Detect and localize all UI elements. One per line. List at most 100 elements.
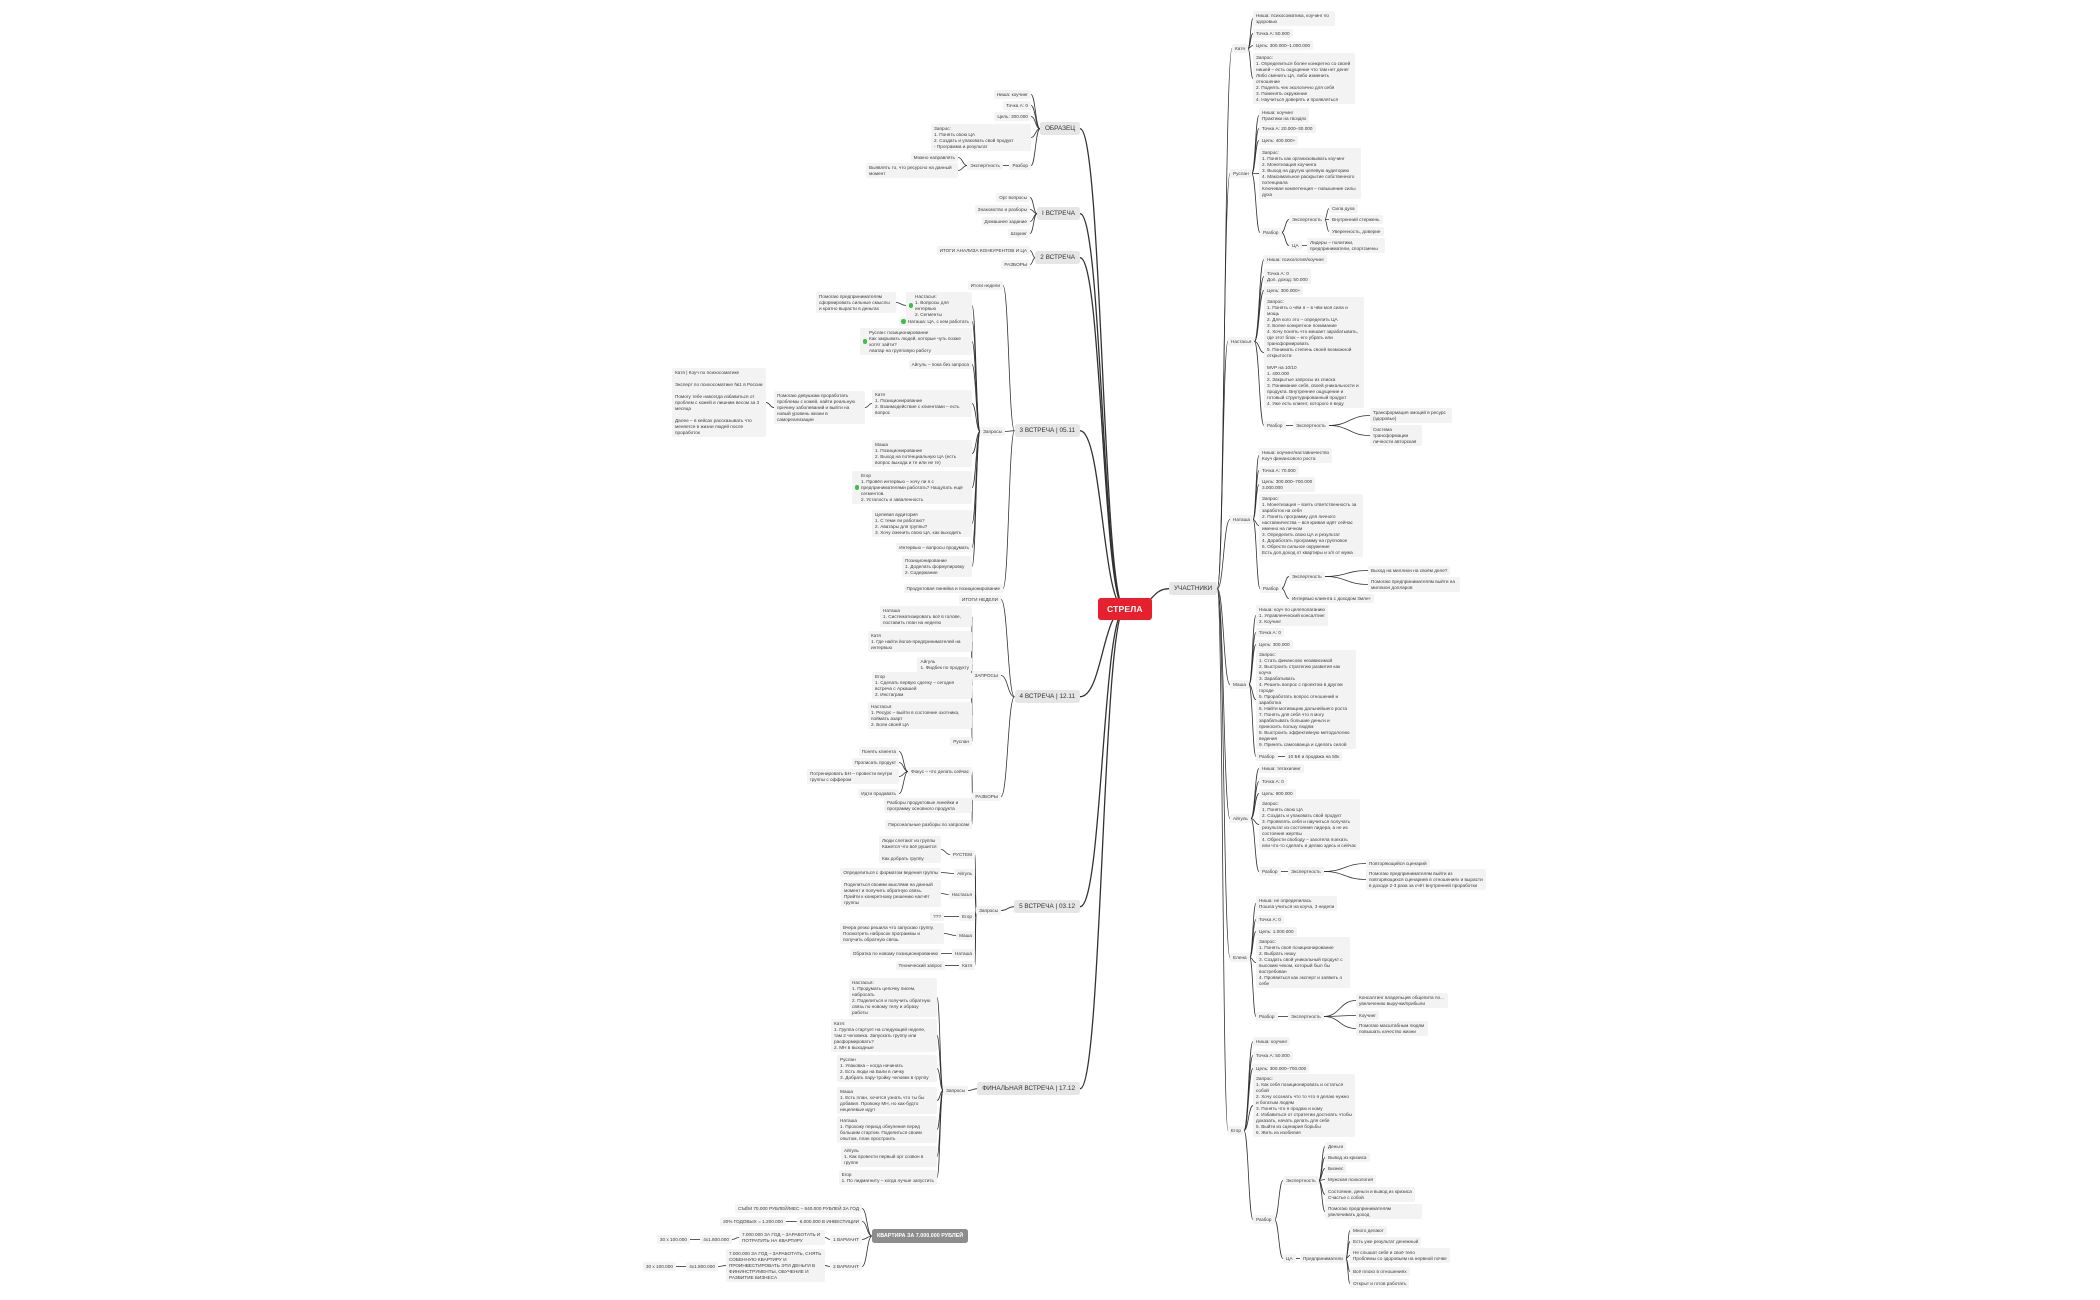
node-participants-people-1-goal[interactable]: Цель: 400.000+ [1259, 136, 1299, 146]
node-participants-people-5-goal[interactable]: Цель: 900.000 [1259, 789, 1296, 799]
node-meeting5-items-5-text[interactable]: Обратка по новому позиционированию [849, 949, 941, 959]
node-participants-people-3-analysis[interactable]: Разбор [1260, 584, 1282, 594]
node-meeting3-nastasya-note[interactable]: Помогаю предпринимателям сформировать си… [816, 292, 896, 314]
node-participants-people-6-request[interactable]: Запрос: 1. Понять своё позиционирование … [1256, 937, 1350, 989]
node-participants-people-7-ca-items-1[interactable]: Есть уже результат денежный [1350, 1237, 1422, 1247]
node-participants-people-7-ca-items-0[interactable]: Много делают [1350, 1226, 1387, 1236]
node-meeting4-items-1[interactable]: Катя 1. Где найти йогов-предпринимателей… [868, 631, 972, 653]
node-meeting3-title[interactable]: 3 ВСТРЕЧА | 05.11 [1014, 424, 1080, 438]
node-final-items-6[interactable]: Егор 1. По лидмагниту – когда лучше запу… [838, 1170, 937, 1186]
node-participants-people-1-ca-item[interactable]: Лидеры – политики, предприниматели, спор… [1307, 238, 1385, 254]
node-meeting3-requests[interactable]: Запросы [980, 427, 1005, 437]
node-meeting5-items-1-who[interactable]: Айгуль [954, 869, 975, 879]
node-meeting1-items-3[interactable]: Шэринг [1007, 229, 1030, 239]
node-participants-people-1-expertise[interactable]: Экспертность [1289, 215, 1325, 225]
node-participants-people-4-analysis[interactable]: Разбор [1256, 752, 1278, 762]
node-participants-people-4-request[interactable]: Запрос: 1. Стать финансово независимой 2… [1256, 650, 1356, 750]
node-participants-people-0-goal[interactable]: Цель: 300.000–1.000.000 [1253, 41, 1314, 51]
node-flat-invest[interactable]: 20% ГОДОВЫХ = 1.200.000 [720, 1217, 786, 1227]
node-meeting4-focus-items-3[interactable]: Идти продавать [858, 789, 899, 799]
node-participants-people-7-exp-1[interactable]: Вывод из кризиса [1325, 1153, 1370, 1163]
node-meeting4-focus[interactable]: Фокус – что делать сейчас [908, 767, 972, 777]
node-meeting4-items-5[interactable]: Руслан [950, 737, 972, 747]
node-participants-people-0-name[interactable]: Катя [1232, 44, 1248, 54]
node-meeting1-title[interactable]: I ВСТРЕЧА [1037, 207, 1080, 221]
node-sample-niche[interactable]: Ниша: коучинг [993, 90, 1031, 100]
node-meeting5-items-0-text[interactable]: Люди слетают из группы Кажется что всё р… [879, 836, 941, 864]
node-participants-people-2-analysis[interactable]: Разбор [1264, 421, 1286, 431]
node-participants-people-2-request[interactable]: Запрос: 1. Понять о чём я – в чём моя си… [1264, 297, 1364, 409]
node-flat-variant2-text[interactable]: 7.000.000 ЗА ГОД – ЗАРАБОТАТЬ, СНЯТЬ СОБ… [726, 1249, 825, 1283]
node-participants-people-5-exp-1[interactable]: Помогаю предпринимателям выйти из повтор… [1366, 869, 1486, 891]
node-participants-people-4-niche[interactable]: Ниша: коуч по целеполаганию 1. Управленч… [1256, 605, 1329, 627]
node-participants-people-5-expertise[interactable]: Экспертность [1288, 867, 1324, 877]
node-participants-people-1-niche[interactable]: Ниша: коучинг Практики на гвоздях [1259, 108, 1310, 124]
node-participants-people-7-exp-5[interactable]: Помогаю предпринимателям увеличивать дох… [1325, 1204, 1422, 1220]
node-meeting5-items-4-text[interactable]: Вчера резко решила что запускаю группу. … [840, 923, 944, 945]
node-meeting4-focus-items-2[interactable]: Потренировать БН – провести внутри групп… [807, 769, 899, 785]
node-participants-people-7-exp-4[interactable]: Состояние, деньги и вывод из кризиса Сча… [1325, 1187, 1415, 1203]
node-participants-people-6-exp-2[interactable]: Помогаю масштабным людям повышать качест… [1356, 1021, 1428, 1037]
node-meeting5-items-1-text[interactable]: Определиться с форматом ведения группы [840, 868, 941, 878]
node-meeting4-items-3[interactable]: Егор 1. Сделать первую сделку – сегодня … [872, 672, 972, 700]
node-participants-people-6-name[interactable]: Елена [1230, 953, 1250, 963]
node-participants-people-7-exp-0[interactable]: Деньги [1325, 1142, 1347, 1152]
node-meeting2-items-1[interactable]: РАЗБОРЫ [1001, 260, 1030, 270]
node-sample-expertise[interactable]: Экспертность [967, 161, 1003, 171]
node-meeting3-items-4[interactable]: Катя 1. Позиционирование 2. Взаимодейств… [872, 390, 972, 418]
node-participants-people-6-niche[interactable]: Ниша: не определилась Пошла учиться на к… [1256, 896, 1338, 912]
node-participants-people-7-exp-3[interactable]: Мужская психология [1325, 1175, 1376, 1185]
node-participants-people-7-goal[interactable]: Цель: 300.000–700.000 [1253, 1064, 1310, 1074]
node-meeting4-focus-items-1[interactable]: Прописать продукт [851, 758, 899, 768]
node-flat-variant2-label[interactable]: 2 ВАРИАНТ [830, 1262, 862, 1272]
node-participants-people-1-exp-0[interactable]: Сила духа [1329, 204, 1358, 214]
node-sample-point-a[interactable]: Точка А: 0 [1003, 101, 1031, 111]
node-participants-people-3-exp-0[interactable]: Выход на миллион на своём деле? [1368, 566, 1451, 576]
node-meeting3-items-1[interactable]: Наташа: ЦА, с кем работать [898, 317, 972, 327]
node-participants-people-1-request[interactable]: Запрос: 1. Понять как организовывать коу… [1259, 148, 1361, 200]
node-meeting5-title[interactable]: 5 ВСТРЕЧА | 03.12 [1014, 900, 1080, 914]
node-final-items-2[interactable]: Руслан 1. Упаковка – когда начинать 2. Е… [837, 1055, 937, 1083]
node-participants-people-7-ca[interactable]: ЦА [1283, 1254, 1296, 1264]
node-meeting3-items-9[interactable]: Позиционирование 1. Доделать формулировк… [902, 556, 972, 578]
node-participants-people-2-point-a[interactable]: Точка А: 0 Доп. доход: 50.000 [1264, 269, 1311, 285]
node-participants-people-4-name[interactable]: Маша [1230, 680, 1249, 690]
node-participants-people-0-point-a[interactable]: Точка А: 50.000 [1253, 29, 1293, 39]
node-sample-exp1[interactable]: Можно направлять [910, 153, 958, 163]
node-participants-people-0-request[interactable]: Запрос: 1. Определиться более конкретно … [1253, 53, 1355, 105]
node-meeting4-reviews[interactable]: РАЗБОРЫ [972, 792, 1001, 802]
node-participants-people-7-name[interactable]: Егор [1228, 1126, 1244, 1136]
node-participants-people-2-name[interactable]: Настасья [1228, 337, 1255, 347]
node-meeting1-items-0[interactable]: Орг вопросы [996, 193, 1030, 203]
node-meeting5-items-0-who[interactable]: РУСТЕМ [949, 850, 975, 860]
node-participants-people-3-goal[interactable]: Цель: 300.000–700.000 3.000.000 [1259, 477, 1316, 493]
node-meeting5-requests[interactable]: Запросы [976, 906, 1001, 916]
node-participants-people-6-expertise[interactable]: Экспертность [1288, 1012, 1324, 1022]
node-participants-people-6-point-a[interactable]: Точка А: 0 [1256, 915, 1284, 925]
node-participants-people-2-exp-0[interactable]: Трансформация эмоций в ресурс (здоровье) [1370, 408, 1452, 424]
node-participants-people-1-ca[interactable]: ЦА [1289, 241, 1302, 251]
node-meeting2-title[interactable]: 2 ВСТРЕЧА [1035, 251, 1080, 265]
node-meeting4-review-items-1[interactable]: Персональные разборы по запросам [885, 820, 972, 830]
node-flat-variant1-calc[interactable]: 4х1.800.000 [700, 1235, 732, 1245]
node-final-items-3[interactable]: Маша 1. Есть план, хочется узнать что ты… [837, 1087, 937, 1115]
node-meeting5-items-6-who[interactable]: Катя [959, 961, 975, 971]
node-participants-people-5-point-a[interactable]: Точка А: 0 [1259, 777, 1287, 787]
node-meeting4-items-0[interactable]: Наташа 1. Систематизировать всё в голове… [880, 606, 972, 628]
node-flat-rent[interactable]: СЪЁМ 70.000 РУБЛЕЙ/МЕС – 840.000 РУБЛЕЙ … [735, 1204, 862, 1214]
node-meeting4-summary[interactable]: ИТОГИ НЕДЕЛИ [958, 595, 1001, 605]
node-meeting3-items-5[interactable]: Маша 1. Позиционирование 2. Выход на пот… [872, 440, 972, 468]
node-final-items-4[interactable]: Наташа 1. Прохожу период обнуления перед… [837, 1116, 937, 1144]
node-participants-people-1-exp-2[interactable]: Уверенность, доверие [1329, 227, 1384, 237]
node-participants-people-4-result[interactable]: 10 БК и продажа на 50к [1285, 752, 1343, 762]
node-meeting3-items-8[interactable]: Интервью – вопросы продумать [896, 543, 972, 553]
node-participants-people-1-analysis[interactable]: Разбор [1260, 228, 1282, 238]
node-participants-people-5-analysis[interactable]: Разбор [1259, 867, 1281, 877]
node-sample-title[interactable]: ОБРАЗЕЦ [1039, 122, 1080, 136]
node-meeting3-summary[interactable]: Итоги недели [967, 281, 1003, 291]
node-participants-people-4-point-a[interactable]: Точка А: 0 [1256, 628, 1284, 638]
node-participants-people-7-expertise[interactable]: Экспертность [1283, 1176, 1319, 1186]
node-participants-people-7-request[interactable]: Запрос: 1. Как себя позиционировать и ос… [1253, 1074, 1355, 1138]
node-flat-variant2-calc[interactable]: 4х1.800.000 [686, 1262, 718, 1272]
node-participants-people-7-exp-2[interactable]: Бизнес [1325, 1164, 1347, 1174]
